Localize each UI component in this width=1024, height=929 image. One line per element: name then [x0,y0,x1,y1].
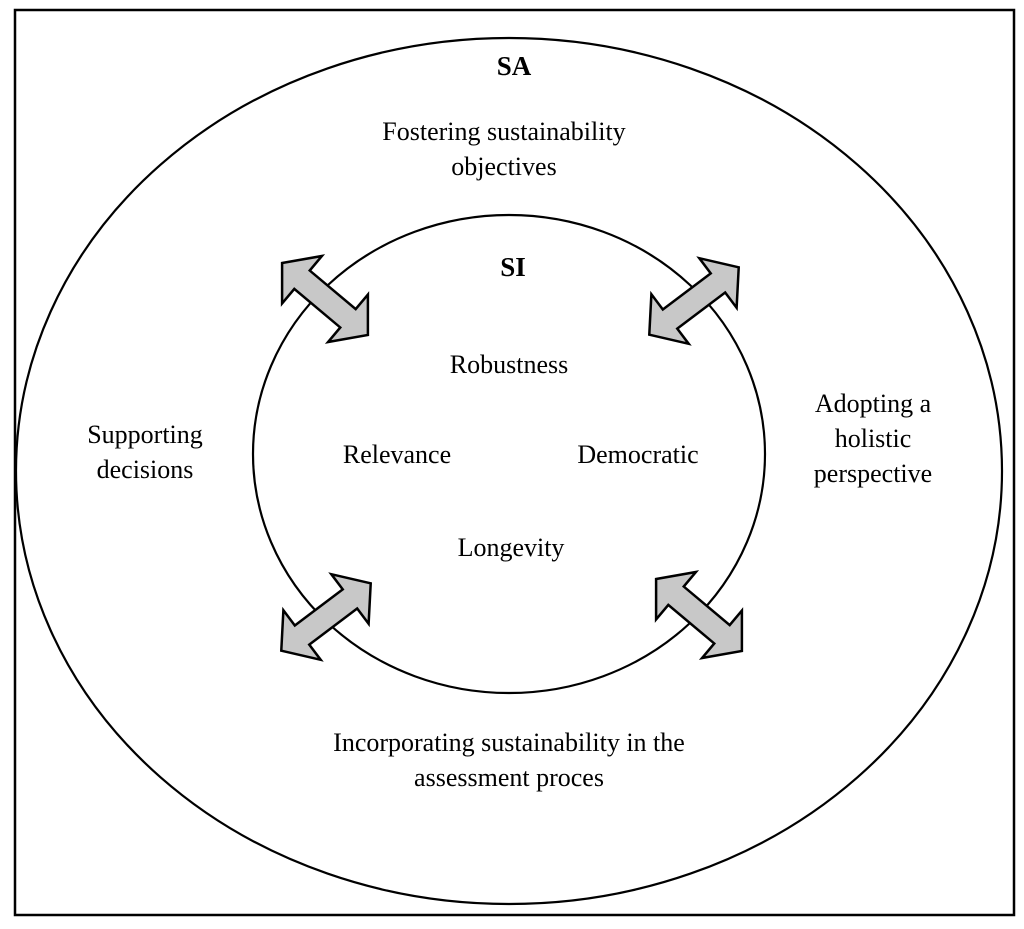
sa-outer-ellipse [14,36,1004,906]
si-label-bottom: Longevity [458,533,565,562]
sa-label-right-line1: Adopting a [815,389,932,418]
si-label-left: Relevance [343,440,451,469]
double-headed-arrow-icon [647,256,741,346]
sa-label-right-line2: holistic [835,424,912,453]
si-label-right: Democratic [577,440,698,469]
sa-label-top-line2: objectives [451,152,556,181]
sa-title: SA [497,51,532,81]
sa-label-left-line2: decisions [97,455,194,484]
sa-label-right-line3: perspective [814,459,932,488]
sa-label-left-line1: Supporting [87,420,203,449]
sa-label-top-line1: Fostering sustainability [382,117,625,146]
sa-label-bottom-line2: assessment proces [414,763,604,792]
si-title: SI [500,252,526,282]
double-headed-arrow-icon [654,570,744,660]
double-headed-arrow-icon [280,254,370,344]
double-headed-arrow-icon [279,572,373,662]
sa-label-bottom-line1: Incorporating sustainability in the [333,728,685,757]
si-inner-ellipse [251,213,767,695]
si-label-top: Robustness [450,350,568,379]
